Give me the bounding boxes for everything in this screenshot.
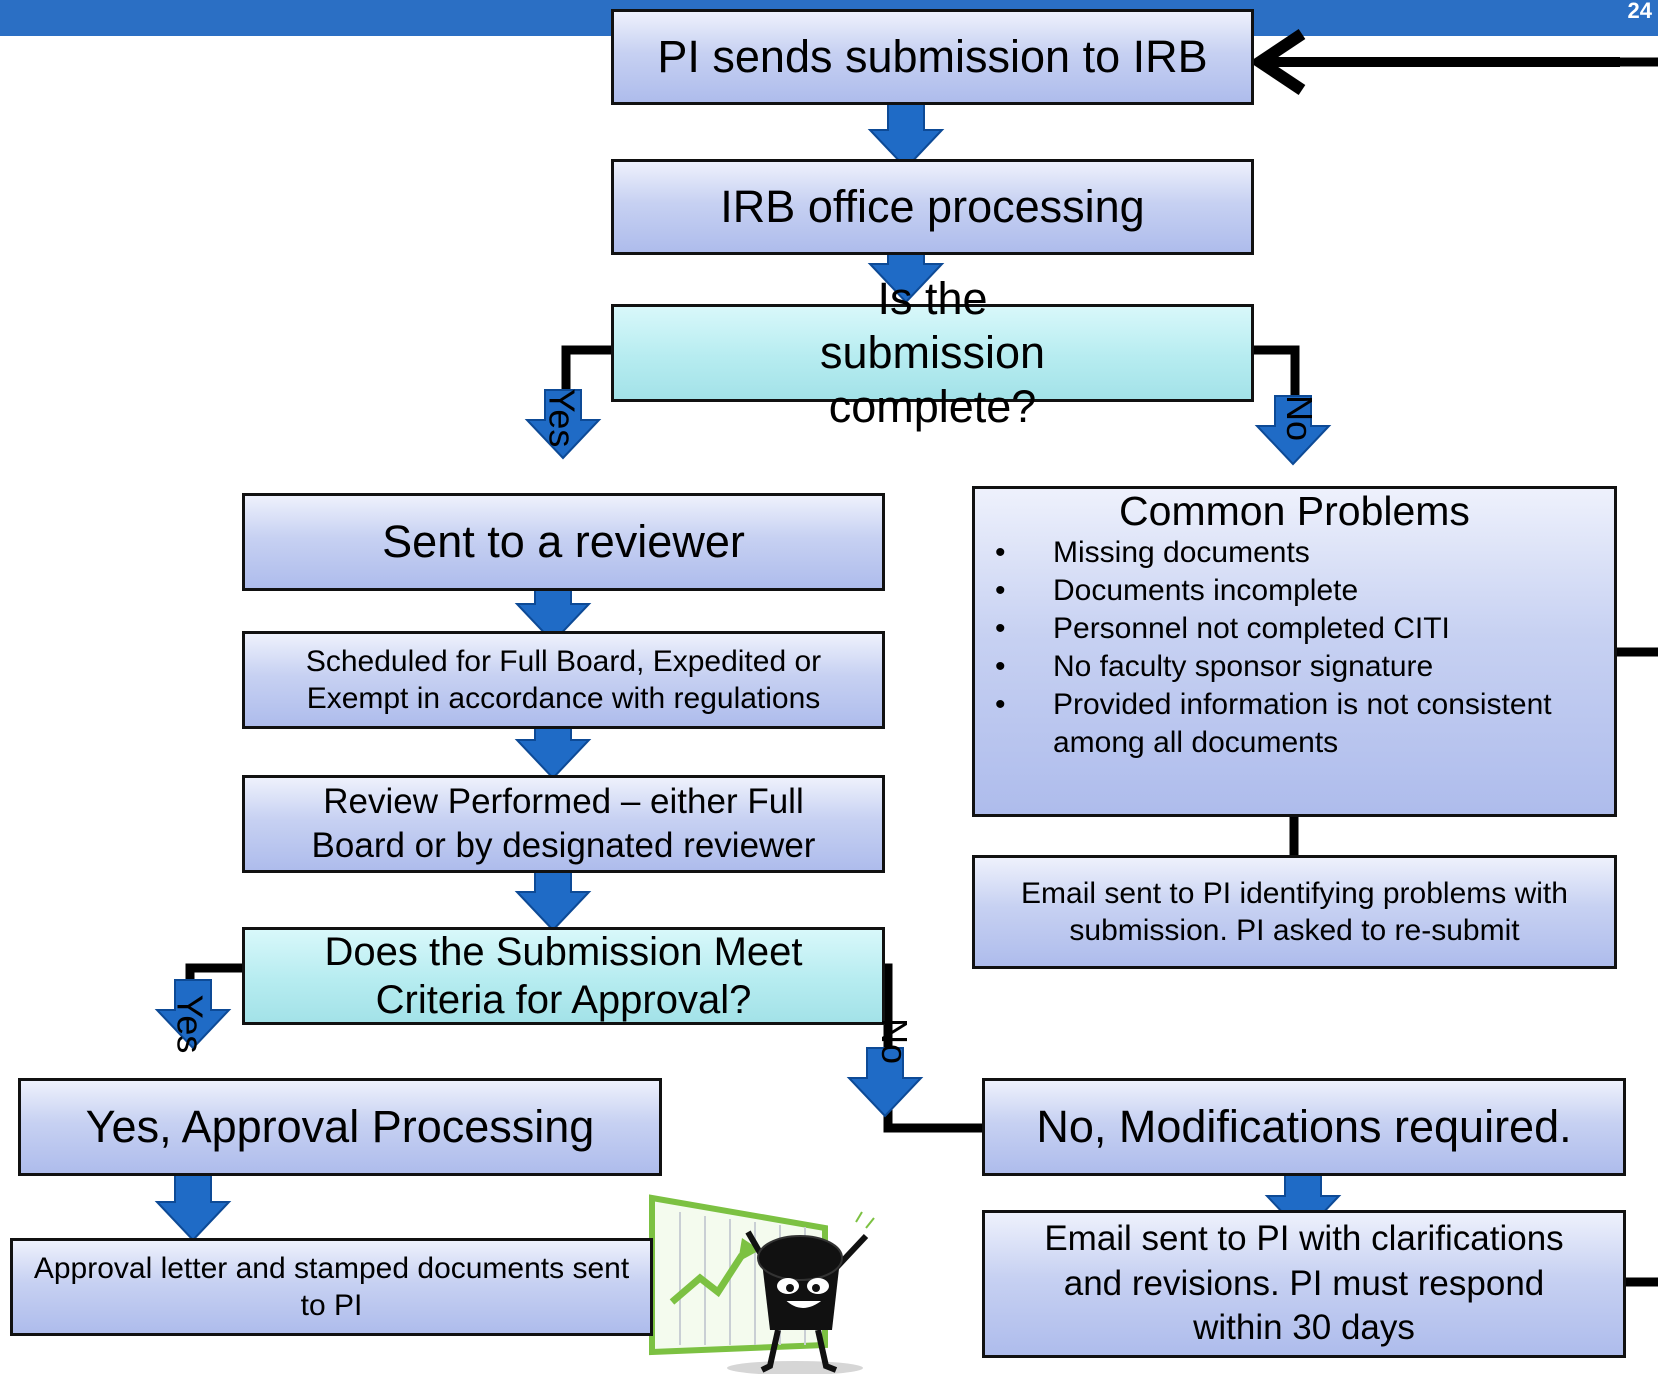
step-scheduled-review: Scheduled for Full Board, Expedited or E… xyxy=(242,631,885,729)
happy-mascot-with-growth-chart xyxy=(649,1194,875,1374)
step-label: Yes, Approval Processing xyxy=(85,1100,595,1152)
down-arrow-icon xyxy=(869,99,943,169)
step-label: Approval letter and stamped documents se… xyxy=(33,1251,630,1323)
decision-meets-criteria: Does the Submission Meet Criteria for Ap… xyxy=(242,927,885,1025)
decision-label: Does the Submission Meet Criteria for Ap… xyxy=(324,930,803,1022)
step-review-performed: Review Performed – either Full Board or … xyxy=(242,775,885,873)
step-label: Review Performed – either Full Board or … xyxy=(311,782,816,865)
step-label: Scheduled for Full Board, Expedited or E… xyxy=(305,644,822,716)
connector-no-1 xyxy=(1250,345,1300,400)
step-modifications-required: No, Modifications required. xyxy=(982,1078,1626,1176)
common-problems-list: Missing documents Documents incomplete P… xyxy=(975,534,1614,762)
slide-number: 24 xyxy=(1627,0,1652,23)
step-sent-to-reviewer: Sent to a reviewer xyxy=(242,493,885,591)
label-no-2: No xyxy=(874,1017,916,1065)
down-arrow-icon xyxy=(156,1171,230,1241)
step-label: IRB office processing xyxy=(720,180,1145,232)
problem-item: Personnel not completed CITI xyxy=(975,610,1614,648)
connector-yes-1 xyxy=(561,345,612,400)
step-approval-letter: Approval letter and stamped documents se… xyxy=(10,1238,653,1336)
step-irb-office-processing: IRB office processing xyxy=(611,159,1254,255)
problem-item: Documents incomplete xyxy=(975,572,1614,610)
return-arrow xyxy=(1249,29,1620,95)
step-label: PI sends submission to IRB xyxy=(657,30,1208,82)
label-yes-2: Yes xyxy=(169,994,211,1054)
decision-label: Is the submission complete? xyxy=(819,273,1046,432)
step-problems-email: Email sent to PI identifying problems wi… xyxy=(972,855,1617,969)
common-problems-title: Common Problems xyxy=(1119,488,1470,534)
step-modifications-email: Email sent to PI with clarifications and… xyxy=(982,1210,1626,1358)
problem-item: No faculty sponsor signature xyxy=(975,648,1614,686)
step-approval-processing: Yes, Approval Processing xyxy=(18,1078,662,1176)
label-yes-1: Yes xyxy=(541,388,583,448)
common-problems-box: Common Problems Missing documents Docume… xyxy=(972,486,1617,817)
step-pi-sends-submission: PI sends submission to IRB xyxy=(611,9,1254,105)
step-label: Sent to a reviewer xyxy=(382,515,745,567)
problem-item: Provided information is not consistent a… xyxy=(975,686,1614,762)
problem-item: Missing documents xyxy=(975,534,1614,572)
step-label: No, Modifications required. xyxy=(1036,1100,1572,1152)
step-label: Email sent to PI with clarifications and… xyxy=(1044,1218,1564,1348)
label-no-1: No xyxy=(1279,394,1321,442)
step-label: Email sent to PI identifying problems wi… xyxy=(1021,876,1568,948)
decision-submission-complete: Is the submission complete? xyxy=(611,273,1254,432)
